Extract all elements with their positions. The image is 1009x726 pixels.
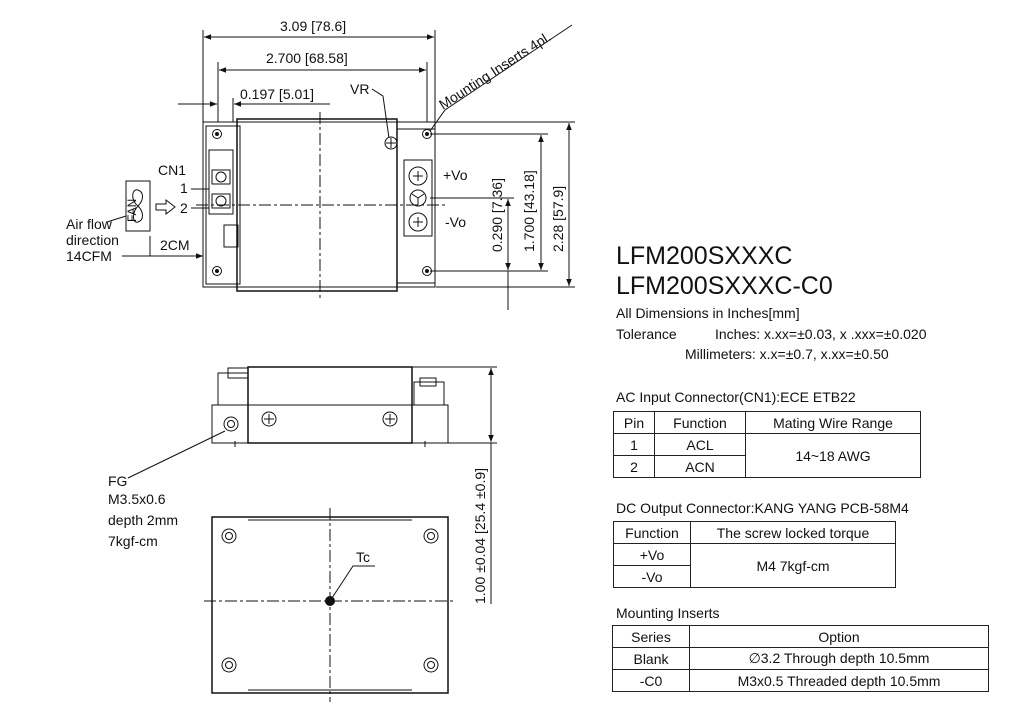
fan-label: FAN [125, 199, 139, 222]
model-name-2: LFM200SXXXC-C0 [616, 272, 833, 300]
cn1-label: CN1 [158, 162, 186, 178]
dc-header-function: Function [613, 521, 691, 544]
tc-label: Tc [356, 549, 370, 565]
airflow-line3: 14CFM [66, 248, 112, 264]
vo-pos-label: +Vo [443, 167, 468, 183]
side-view: FG M3.5x0.6 depth 2mm 7kgf-cm 1.00 ±0.04… [108, 366, 497, 604]
dim-insert-height: 1.700 [43.18] [521, 170, 537, 252]
dc-connector-table: Function The screw locked torque +Vo M4 … [613, 521, 896, 588]
ac-header-pin: Pin [613, 411, 655, 434]
airflow-arrow-icon [155, 198, 176, 216]
tolerance-mm: Millimeters: x.x=±0.7, x.xx=±0.50 [685, 346, 889, 362]
dim-overall-width: 3.09 [78.6] [280, 18, 346, 34]
vr-potentiometer-icon [384, 136, 398, 150]
ac-connector-table: Pin Function Mating Wire Range 1 ACL 14~… [613, 411, 921, 478]
ac-header-function: Function [654, 411, 746, 434]
fg-line2: M3.5x0.6 [108, 491, 166, 507]
vr-label: VR [350, 81, 369, 97]
ac-connector-title: AC Input Connector(CN1):ECE ETB22 [616, 389, 856, 405]
mounting-title: Mounting Inserts [616, 605, 720, 621]
ac-row2-function: ACN [654, 455, 746, 478]
dims-note: All Dimensions in Inches[mm] [616, 305, 800, 321]
top-view: 3.09 [78.6] 2.700 [68.58] 0.197 [5.01] [66, 18, 575, 310]
mounting-row1-option: ∅3.2 Through depth 10.5mm [689, 647, 989, 670]
model-name-1: LFM200SXXXC [616, 242, 793, 270]
mounting-row2-option: M3x0.5 Threaded depth 10.5mm [689, 669, 989, 692]
dim-overall-height: 2.28 [57.9] [550, 186, 566, 252]
mounting-insert-icon [212, 129, 432, 276]
mounting-table: Series Option Blank ∅3.2 Through depth 1… [612, 625, 989, 692]
mounting-inserts-label: Mounting Inserts 4pl. [436, 28, 554, 112]
bottom-insert-icon [221, 528, 439, 673]
airflow-line1: Air flow [66, 216, 113, 232]
dim-terminal-offset: 0.290 [7.36] [489, 178, 505, 252]
ac-row1-function: ACL [654, 433, 746, 456]
cn1-terminal-block [208, 149, 239, 248]
fg-line4: 7kgf-cm [108, 533, 158, 549]
fan-icon [125, 180, 151, 232]
dc-torque: M4 7kgf-cm [690, 543, 896, 588]
dc-connector-title: DC Output Connector:KANG YANG PCB-58M4 [616, 500, 909, 516]
dim-thickness: 1.00 ±0.04 [25.4 ±0.9] [472, 468, 488, 604]
ac-row1-pin: 1 [613, 433, 655, 456]
tolerance-inches: Inches: x.xx=±0.03, x .xxx=±0.020 [715, 326, 927, 342]
mounting-row2-series: -C0 [612, 669, 690, 692]
mounting-header-series: Series [612, 625, 690, 648]
ac-header-wire: Mating Wire Range [745, 411, 921, 434]
dim-insert-offset: 0.197 [5.01] [240, 86, 314, 102]
mounting-row1-series: Blank [612, 647, 690, 670]
fg-line3: depth 2mm [108, 512, 178, 528]
vo-neg-label: -Vo [445, 214, 466, 230]
fg-line1: FG [108, 473, 127, 489]
dc-row2: -Vo [613, 565, 691, 588]
dc-header-torque: The screw locked torque [690, 521, 896, 544]
ac-wire-range: 14~18 AWG [745, 433, 921, 478]
airflow-line2: direction [66, 232, 119, 248]
dc-row1: +Vo [613, 543, 691, 566]
dim-insert-span: 2.700 [68.58] [266, 50, 348, 66]
tolerance-label: Tolerance [616, 326, 677, 342]
cn1-pin1: 1 [180, 180, 188, 196]
dc-terminal-block [403, 159, 433, 237]
ac-row2-pin: 2 [613, 455, 655, 478]
side-screw-icon [261, 411, 398, 427]
mounting-header-option: Option [689, 625, 989, 648]
cn1-pin2: 2 [180, 200, 188, 216]
bottom-view: Tc [204, 508, 456, 702]
airflow-gap: 2CM [160, 237, 190, 253]
fg-screw-icon [223, 416, 239, 432]
